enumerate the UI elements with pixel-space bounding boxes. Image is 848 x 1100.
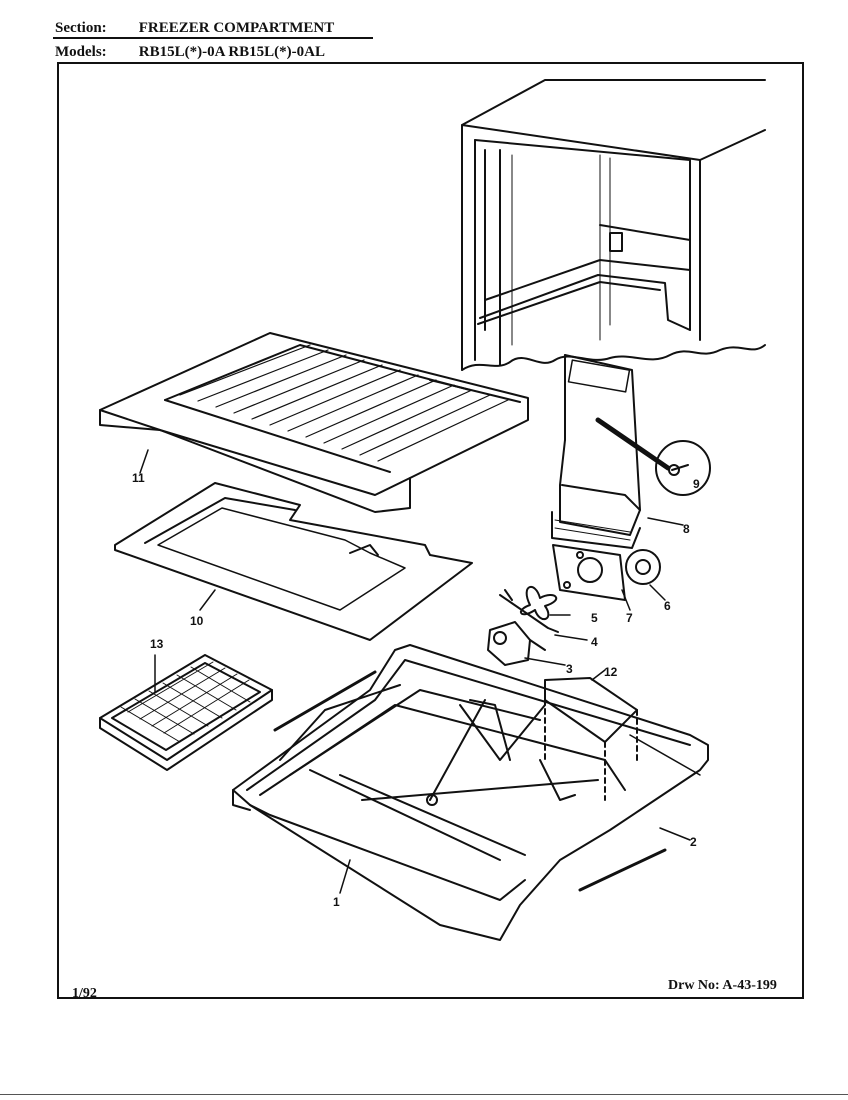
wire-shelf-drawing (99, 332, 529, 513)
callout-9: 9 (693, 477, 700, 491)
callout-6: 6 (664, 599, 671, 613)
models-label: Models: (55, 44, 107, 60)
section-underline (53, 37, 373, 39)
models-list: RB15L(*)-0A RB15L(*)-0AL (138, 44, 325, 60)
callout-5: 5 (591, 611, 598, 625)
callout-10: 10 (190, 614, 204, 628)
callout-1: 1 (333, 895, 340, 909)
leader-lines (139, 449, 691, 894)
models-header: Models: RB15L(*)-0A RB15L(*)-0AL (55, 44, 325, 61)
freezer-liner-drawing (232, 644, 709, 941)
callout-8: 8 (683, 522, 690, 536)
section-label: Section: (55, 20, 107, 36)
callout-3: 3 (566, 662, 573, 676)
page-bottom-rule (0, 1094, 848, 1095)
section-title: FREEZER COMPARTMENT (138, 20, 335, 36)
callout-4: 4 (591, 635, 598, 649)
shelf-panel-drawing (114, 482, 473, 641)
screw-drawing (595, 417, 711, 496)
trim-strip-drawing (273, 670, 701, 892)
fan-bracket-drawing (552, 544, 661, 601)
callout-2: 2 (690, 835, 697, 849)
ice-tray-drawing (99, 654, 273, 771)
air-duct-drawing (551, 354, 641, 549)
callout-13: 13 (150, 637, 164, 651)
date-code: 1/92 (72, 986, 97, 1001)
drawing-number: Drw No: A-43-199 (668, 978, 777, 993)
callout-11: 11 (132, 471, 145, 485)
diagram-frame (57, 62, 804, 999)
fan-motor-drawing (487, 586, 559, 666)
section-header: Section: FREEZER COMPARTMENT (55, 20, 334, 37)
cabinet-drawing (461, 79, 766, 371)
callout-12: 12 (604, 665, 618, 679)
callout-7: 7 (626, 611, 633, 625)
evaporator-cover-drawing (544, 677, 638, 801)
